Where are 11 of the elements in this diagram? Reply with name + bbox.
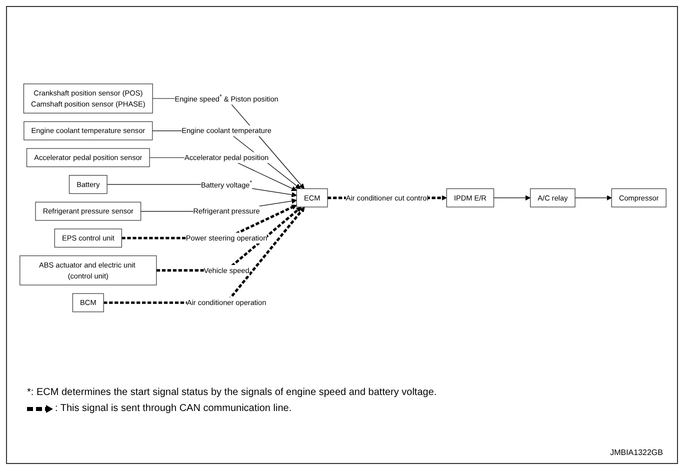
- footnote: *: ECM determines the start signal status by the signals of engine speed and battery voltage.: [27, 387, 437, 398]
- arrow: [156, 206, 302, 272]
- arrow: [152, 130, 301, 189]
- arrow: [122, 204, 297, 239]
- arrow: [152, 98, 304, 189]
- arrow: [104, 206, 305, 304]
- arrow: [493, 194, 531, 200]
- arrow: [574, 194, 612, 200]
- arrow: [149, 156, 297, 191]
- legend-text: : This signal is sent through CAN communication line.: [55, 403, 292, 414]
- figure-code: JMBIA1322GB: [610, 448, 663, 457]
